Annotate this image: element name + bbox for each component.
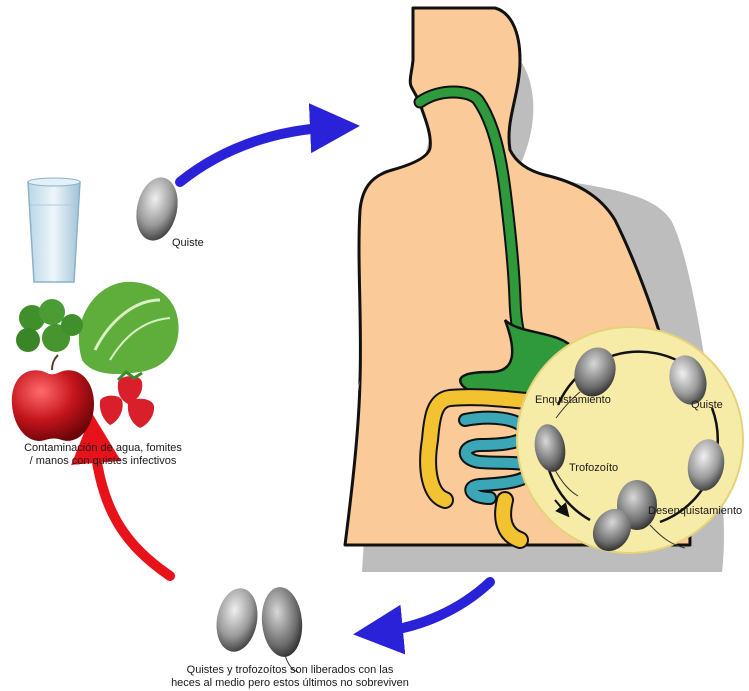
released-cyst-icon bbox=[212, 585, 263, 655]
cyst-label: Quiste bbox=[172, 237, 204, 250]
cyst-inner-label: Quiste bbox=[691, 399, 723, 412]
apple-icon bbox=[12, 355, 94, 441]
release-caption-line1: Quistes y trofozoítos son liberados con … bbox=[140, 664, 440, 677]
excretion-arrow bbox=[378, 582, 490, 632]
released-trophozoite-icon bbox=[259, 585, 305, 672]
strawberries-icon bbox=[100, 372, 154, 428]
water-glass-icon bbox=[28, 178, 80, 282]
excystation-label: Desenquistamiento bbox=[648, 505, 742, 518]
parsley-icon bbox=[16, 299, 83, 352]
contamination-caption: Contaminación de agua, fomites / manos c… bbox=[18, 442, 188, 468]
ingestion-arrow bbox=[180, 127, 335, 182]
release-caption-line2: heces al medio pero estos últimos no sob… bbox=[140, 677, 440, 690]
lettuce-icon bbox=[79, 282, 179, 374]
release-caption: Quistes y trofozoítos son liberados con … bbox=[140, 664, 440, 690]
contamination-caption-line2: / manos con quistes infectivos bbox=[18, 455, 188, 468]
contamination-caption-line1: Contaminación de agua, fomites bbox=[18, 442, 188, 455]
trophozoite-label: Trofozoíto bbox=[569, 462, 618, 475]
cyst-icon bbox=[131, 174, 183, 245]
encystation-label: Enquistamiento bbox=[535, 394, 611, 407]
